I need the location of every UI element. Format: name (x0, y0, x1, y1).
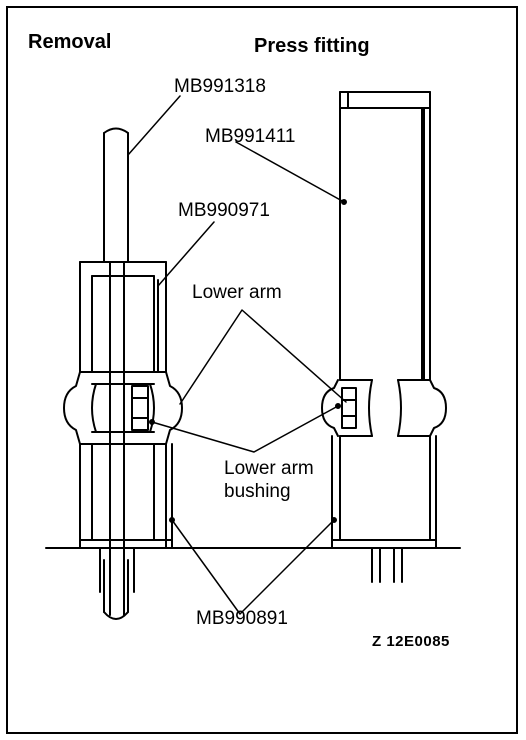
press-lower-arm-boss (321, 379, 447, 437)
label-mb990891: MB990891 (196, 608, 288, 629)
leader-mb991411 (235, 141, 345, 203)
label-lower-arm-bushing-line2: bushing (224, 481, 291, 502)
leader-mb991318 (127, 95, 181, 156)
leader-lines (127, 95, 347, 615)
press-base-cylinder (331, 435, 437, 549)
removal-upper-cup (79, 261, 167, 373)
label-lower-arm-bushing-line1: Lower arm (224, 458, 314, 479)
leader-mb990891 (171, 519, 335, 615)
removal-header: Removal (28, 31, 112, 53)
removal-base-cylinder (79, 443, 175, 549)
leader-lower-arm (179, 309, 347, 405)
label-mb991411: MB991411 (205, 126, 296, 147)
press-bed (45, 547, 461, 593)
removal-assembly (63, 127, 183, 620)
leader-mb990971 (157, 221, 215, 287)
removal-bushing (131, 385, 155, 431)
label-mb990971: MB990971 (178, 200, 270, 221)
press-installer (339, 91, 431, 381)
label-mb991318: MB991318 (174, 76, 266, 97)
press-fitting-assembly (321, 91, 447, 549)
figure-frame (6, 6, 518, 734)
removal-push-rod (103, 127, 129, 620)
label-lower-arm: Lower arm (192, 282, 282, 303)
removal-lower-arm-boss (63, 371, 183, 445)
press-bushing (335, 387, 357, 429)
press-fitting-header: Press fitting (254, 35, 370, 57)
figure-code: Z 12E0085 (372, 633, 450, 650)
leader-lower-arm-bushing (151, 405, 339, 453)
